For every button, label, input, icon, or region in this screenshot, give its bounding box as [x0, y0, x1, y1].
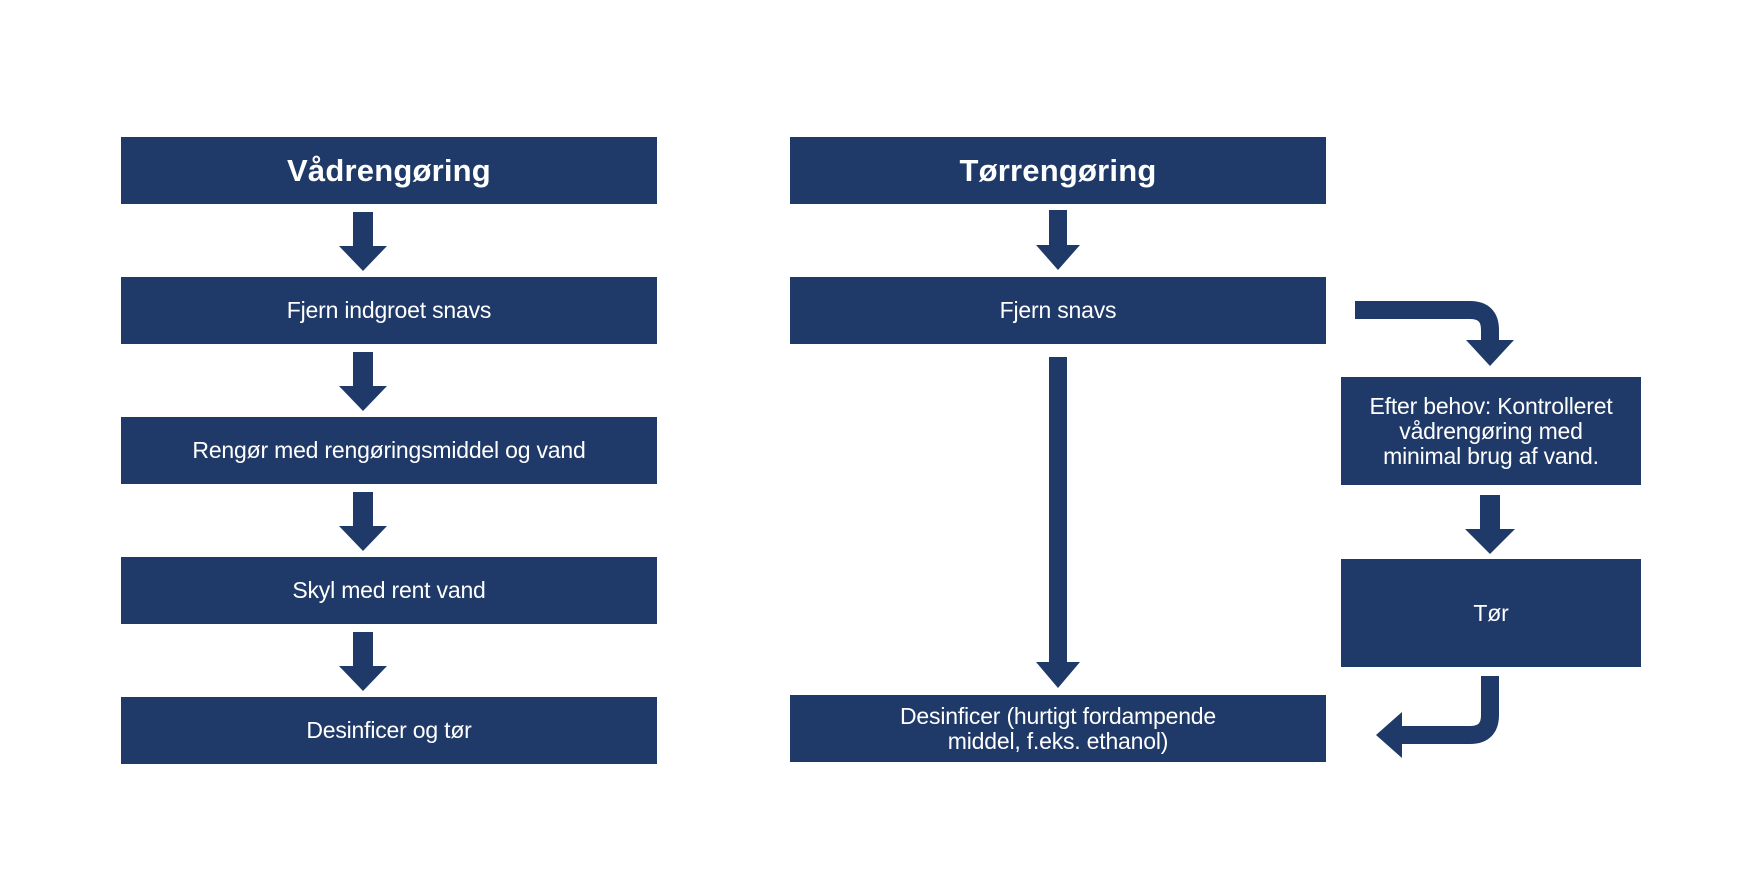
wet-step-label: Skyl med rent vand	[292, 577, 486, 603]
bent-arrow-down-left-icon	[1400, 676, 1499, 744]
wet-step-disinfect-dry: Desinficer og tør	[121, 697, 657, 764]
wet-step-label: Fjern indgroet snavs	[286, 297, 492, 323]
dry-step-label: Desinficer (hurtigt fordampende middel, …	[900, 702, 1216, 754]
bent-arrow-right-down-icon	[1355, 301, 1499, 342]
dry-cleaning-title-box: Tørrengøring	[790, 137, 1326, 204]
down-arrow-icon	[339, 492, 387, 551]
wet-step-rinse: Skyl med rent vand	[121, 557, 657, 624]
dry-step-label: Tør	[1473, 599, 1509, 626]
wet-step-label: Rengør med rengøringsmiddel og vand	[192, 437, 586, 463]
wet-cleaning-title-box: Vådrengøring	[121, 137, 657, 204]
wet-step-clean-detergent-water: Rengør med rengøringsmiddel og vand	[121, 417, 657, 484]
wet-step-remove-ingrained-dirt: Fjern indgroet snavs	[121, 277, 657, 344]
dry-cleaning-title: Tørrengøring	[959, 153, 1157, 188]
down-arrow-icon	[1036, 210, 1080, 270]
dry-step-remove-dirt: Fjern snavs	[790, 277, 1326, 344]
arrowhead-left-icon	[1376, 712, 1402, 758]
wet-cleaning-title: Vådrengøring	[287, 153, 491, 188]
dry-step-label: Fjern snavs	[999, 297, 1117, 323]
dry-step-optional-wet-cleaning: Efter behov: Kontrolleret vådrengøring m…	[1341, 377, 1641, 485]
dry-step-disinfect: Desinficer (hurtigt fordampende middel, …	[790, 695, 1326, 762]
wet-step-label: Desinficer og tør	[306, 717, 472, 743]
arrowhead-down-icon	[1466, 340, 1514, 366]
dry-step-label: Efter behov: Kontrolleret vådrengøring m…	[1369, 392, 1613, 469]
down-arrow-icon	[339, 352, 387, 411]
down-arrow-icon	[339, 212, 387, 271]
down-arrow-icon	[1465, 495, 1515, 554]
long-down-arrow-icon	[1036, 357, 1080, 688]
down-arrow-icon	[339, 632, 387, 691]
dry-step-dry: Tør	[1341, 559, 1641, 667]
